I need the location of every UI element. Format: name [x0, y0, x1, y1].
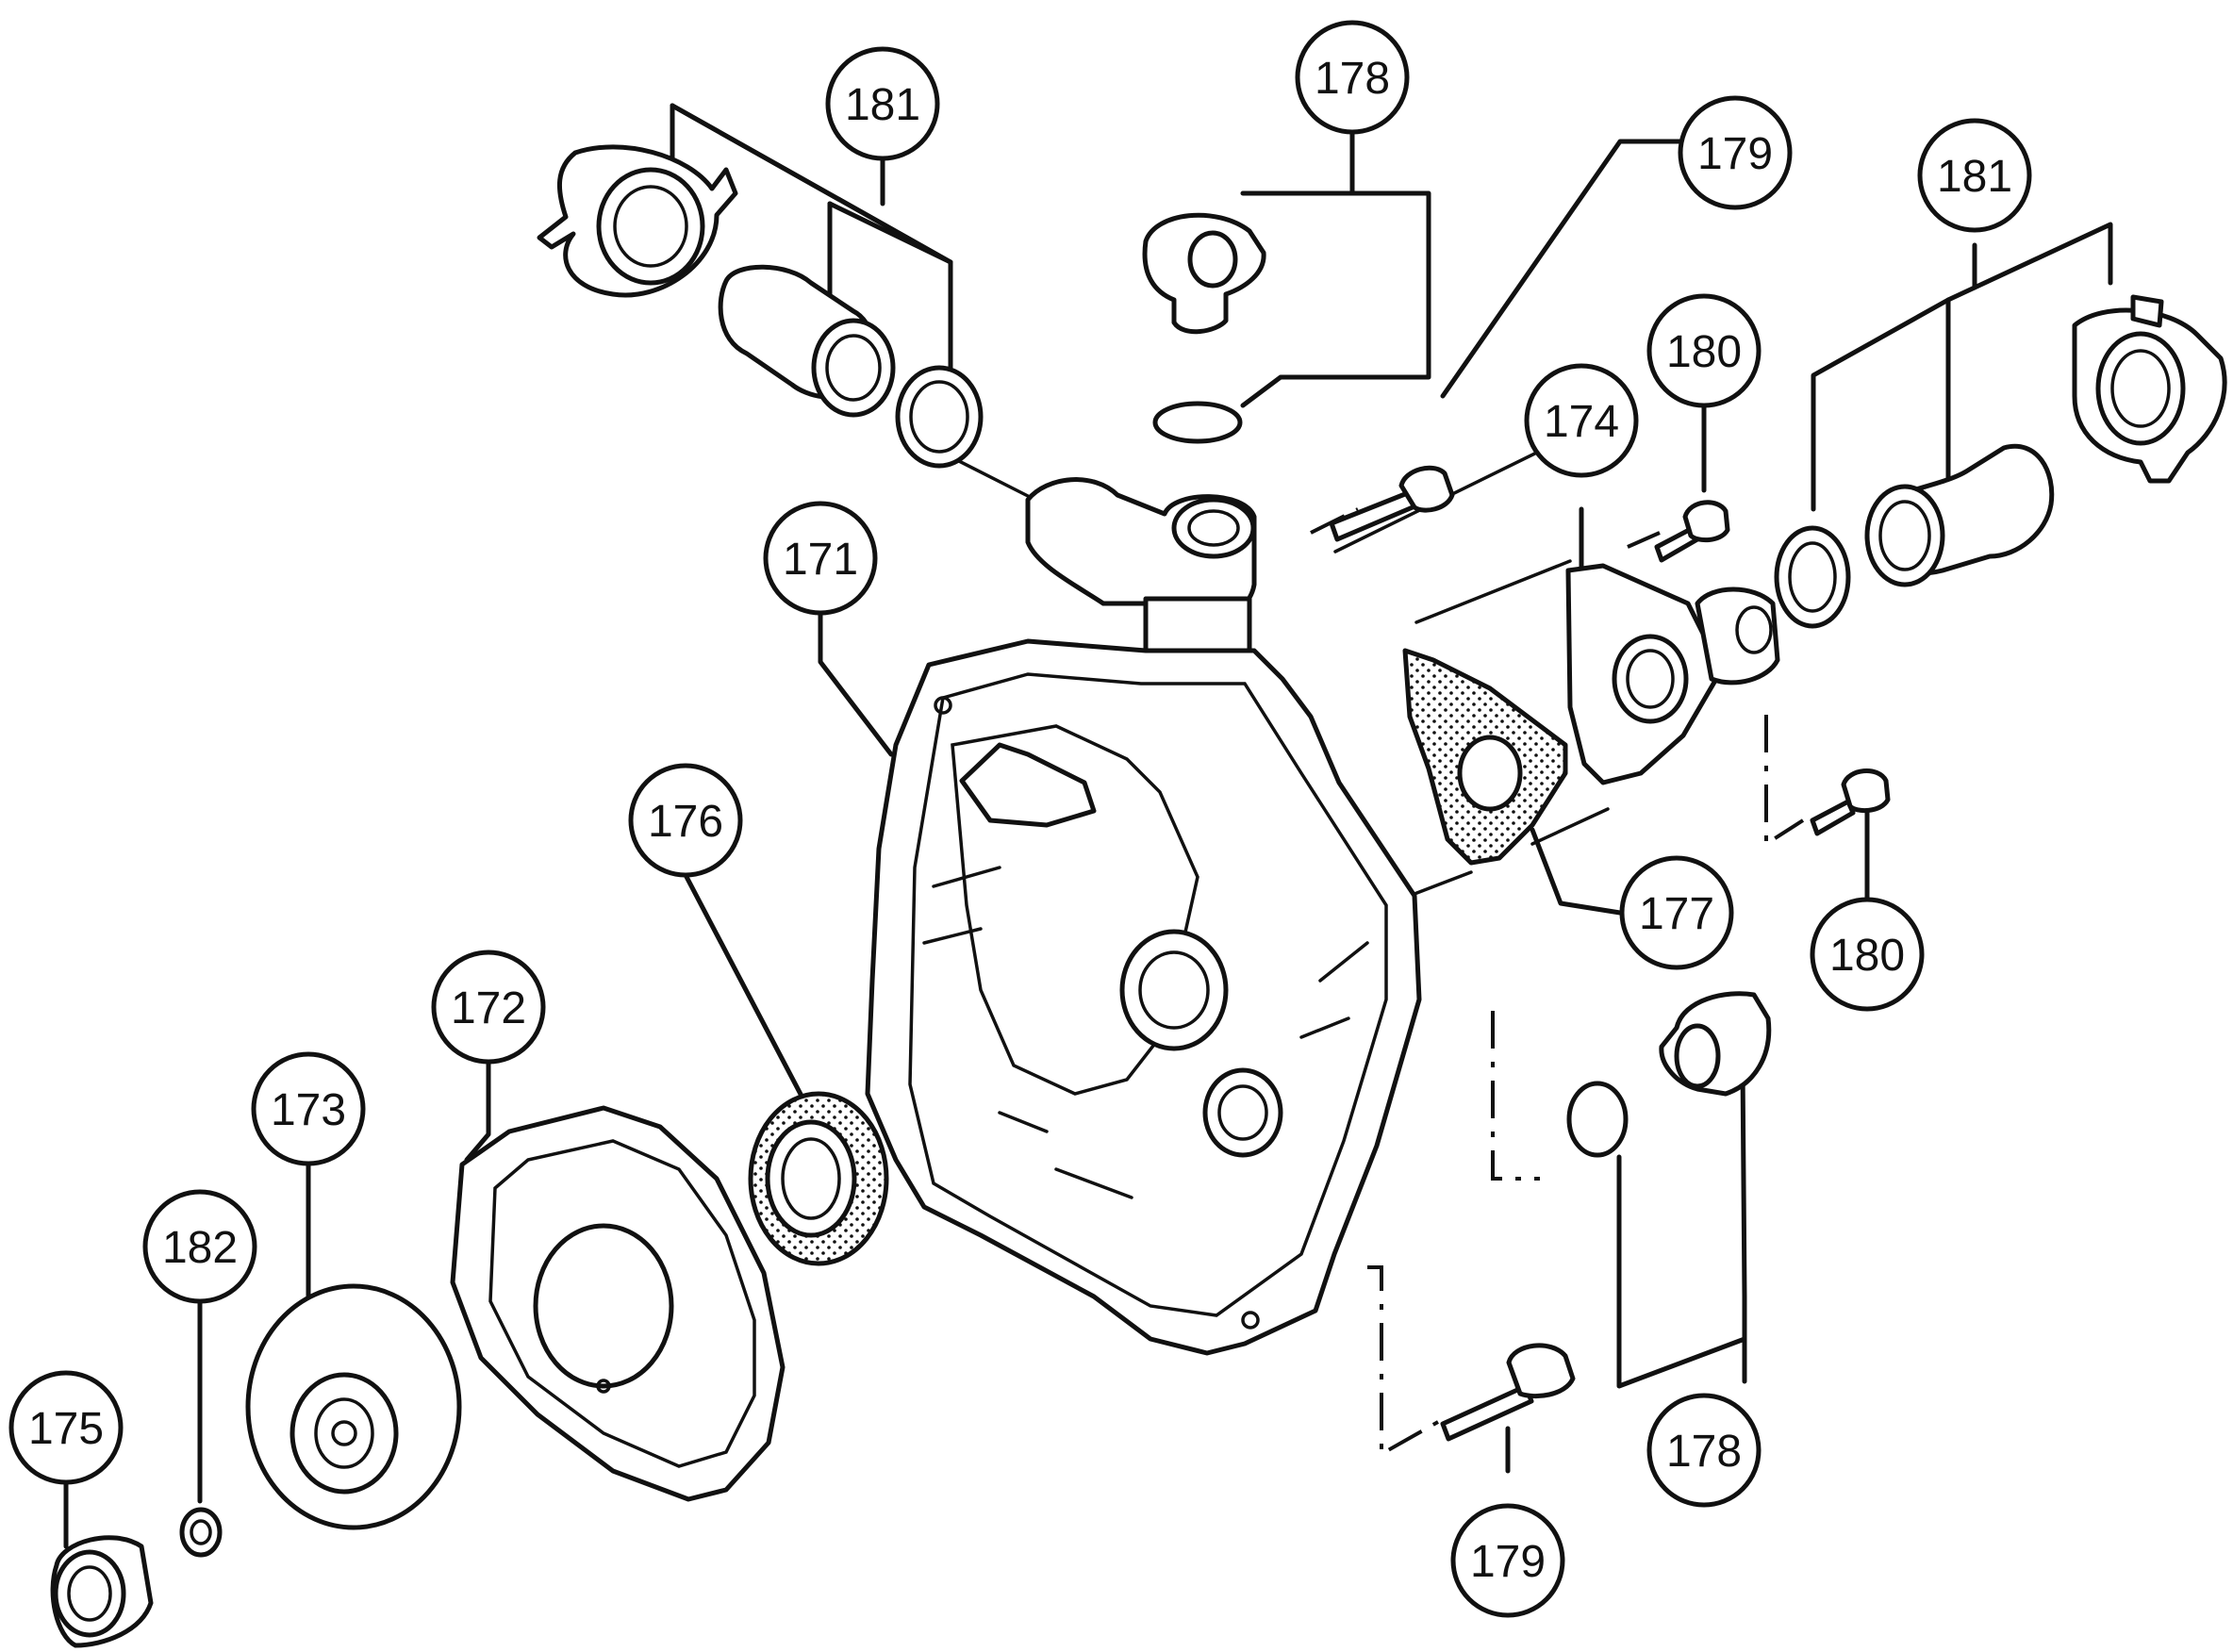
flange-gasket	[1402, 648, 1568, 866]
bolt-top	[1329, 465, 1455, 542]
callout-label: 180	[1666, 327, 1742, 377]
callout-label: 180	[1829, 931, 1905, 981]
callout-178-bottom: 178	[1646, 1393, 1762, 1508]
impeller-nut	[50, 1535, 154, 1648]
washer-left	[895, 365, 984, 469]
hose-barb-left	[718, 264, 896, 418]
small-washer	[179, 1507, 223, 1558]
screw-top	[1654, 500, 1730, 563]
callout-171: 171	[763, 501, 878, 616]
washer-right	[1774, 525, 1851, 629]
callout-178-top: 178	[1295, 20, 1410, 135]
callout-180-top: 180	[1646, 293, 1762, 408]
callout-175: 175	[8, 1370, 124, 1485]
callout-180-bottom: 180	[1810, 897, 1925, 1012]
callout-177: 177	[1619, 855, 1734, 970]
bolt-bottom	[1440, 1343, 1576, 1442]
callout-label: 178	[1315, 54, 1390, 104]
callout-label: 179	[1470, 1537, 1546, 1587]
callout-label: 182	[162, 1223, 238, 1273]
callout-label: 176	[648, 797, 723, 847]
callout-label: 177	[1639, 889, 1714, 939]
hose-barb-right	[1864, 443, 2055, 587]
o-ring-bottom	[1566, 1081, 1629, 1158]
drain-plug-bottom	[1659, 991, 1772, 1097]
callout-label: 175	[28, 1404, 104, 1454]
callout-179-bottom: 179	[1450, 1503, 1565, 1618]
callout-179-top: 179	[1678, 95, 1793, 210]
callout-172: 172	[431, 950, 546, 1065]
impeller	[245, 1283, 462, 1530]
union-nut-right	[2072, 294, 2227, 484]
callout-173: 173	[251, 1051, 366, 1166]
mechanical-seal	[748, 1091, 889, 1266]
callout-label: 178	[1666, 1427, 1742, 1477]
union-nut-left	[537, 144, 738, 298]
callout-label: 171	[783, 535, 858, 585]
cover-plate	[450, 1105, 786, 1502]
callout-label: 181	[845, 80, 920, 130]
callout-181-left: 181	[825, 46, 940, 161]
callout-label: 179	[1697, 129, 1773, 179]
callout-176: 176	[628, 763, 743, 878]
callout-182: 182	[142, 1189, 257, 1304]
pump-casing	[865, 638, 1422, 1356]
callout-label: 174	[1544, 397, 1619, 447]
leader-lines	[63, 103, 2113, 1549]
drain-plug-top	[1142, 212, 1266, 335]
callout-label: 173	[271, 1085, 346, 1135]
callout-label: 172	[451, 983, 526, 1033]
callout-174: 174	[1524, 363, 1639, 478]
o-ring-top	[1152, 401, 1243, 444]
outlet-flange	[1565, 563, 1780, 785]
screw-bottom	[1810, 768, 1891, 836]
callout-181-right: 181	[1917, 118, 2032, 233]
callout-label: 181	[1937, 152, 2012, 202]
